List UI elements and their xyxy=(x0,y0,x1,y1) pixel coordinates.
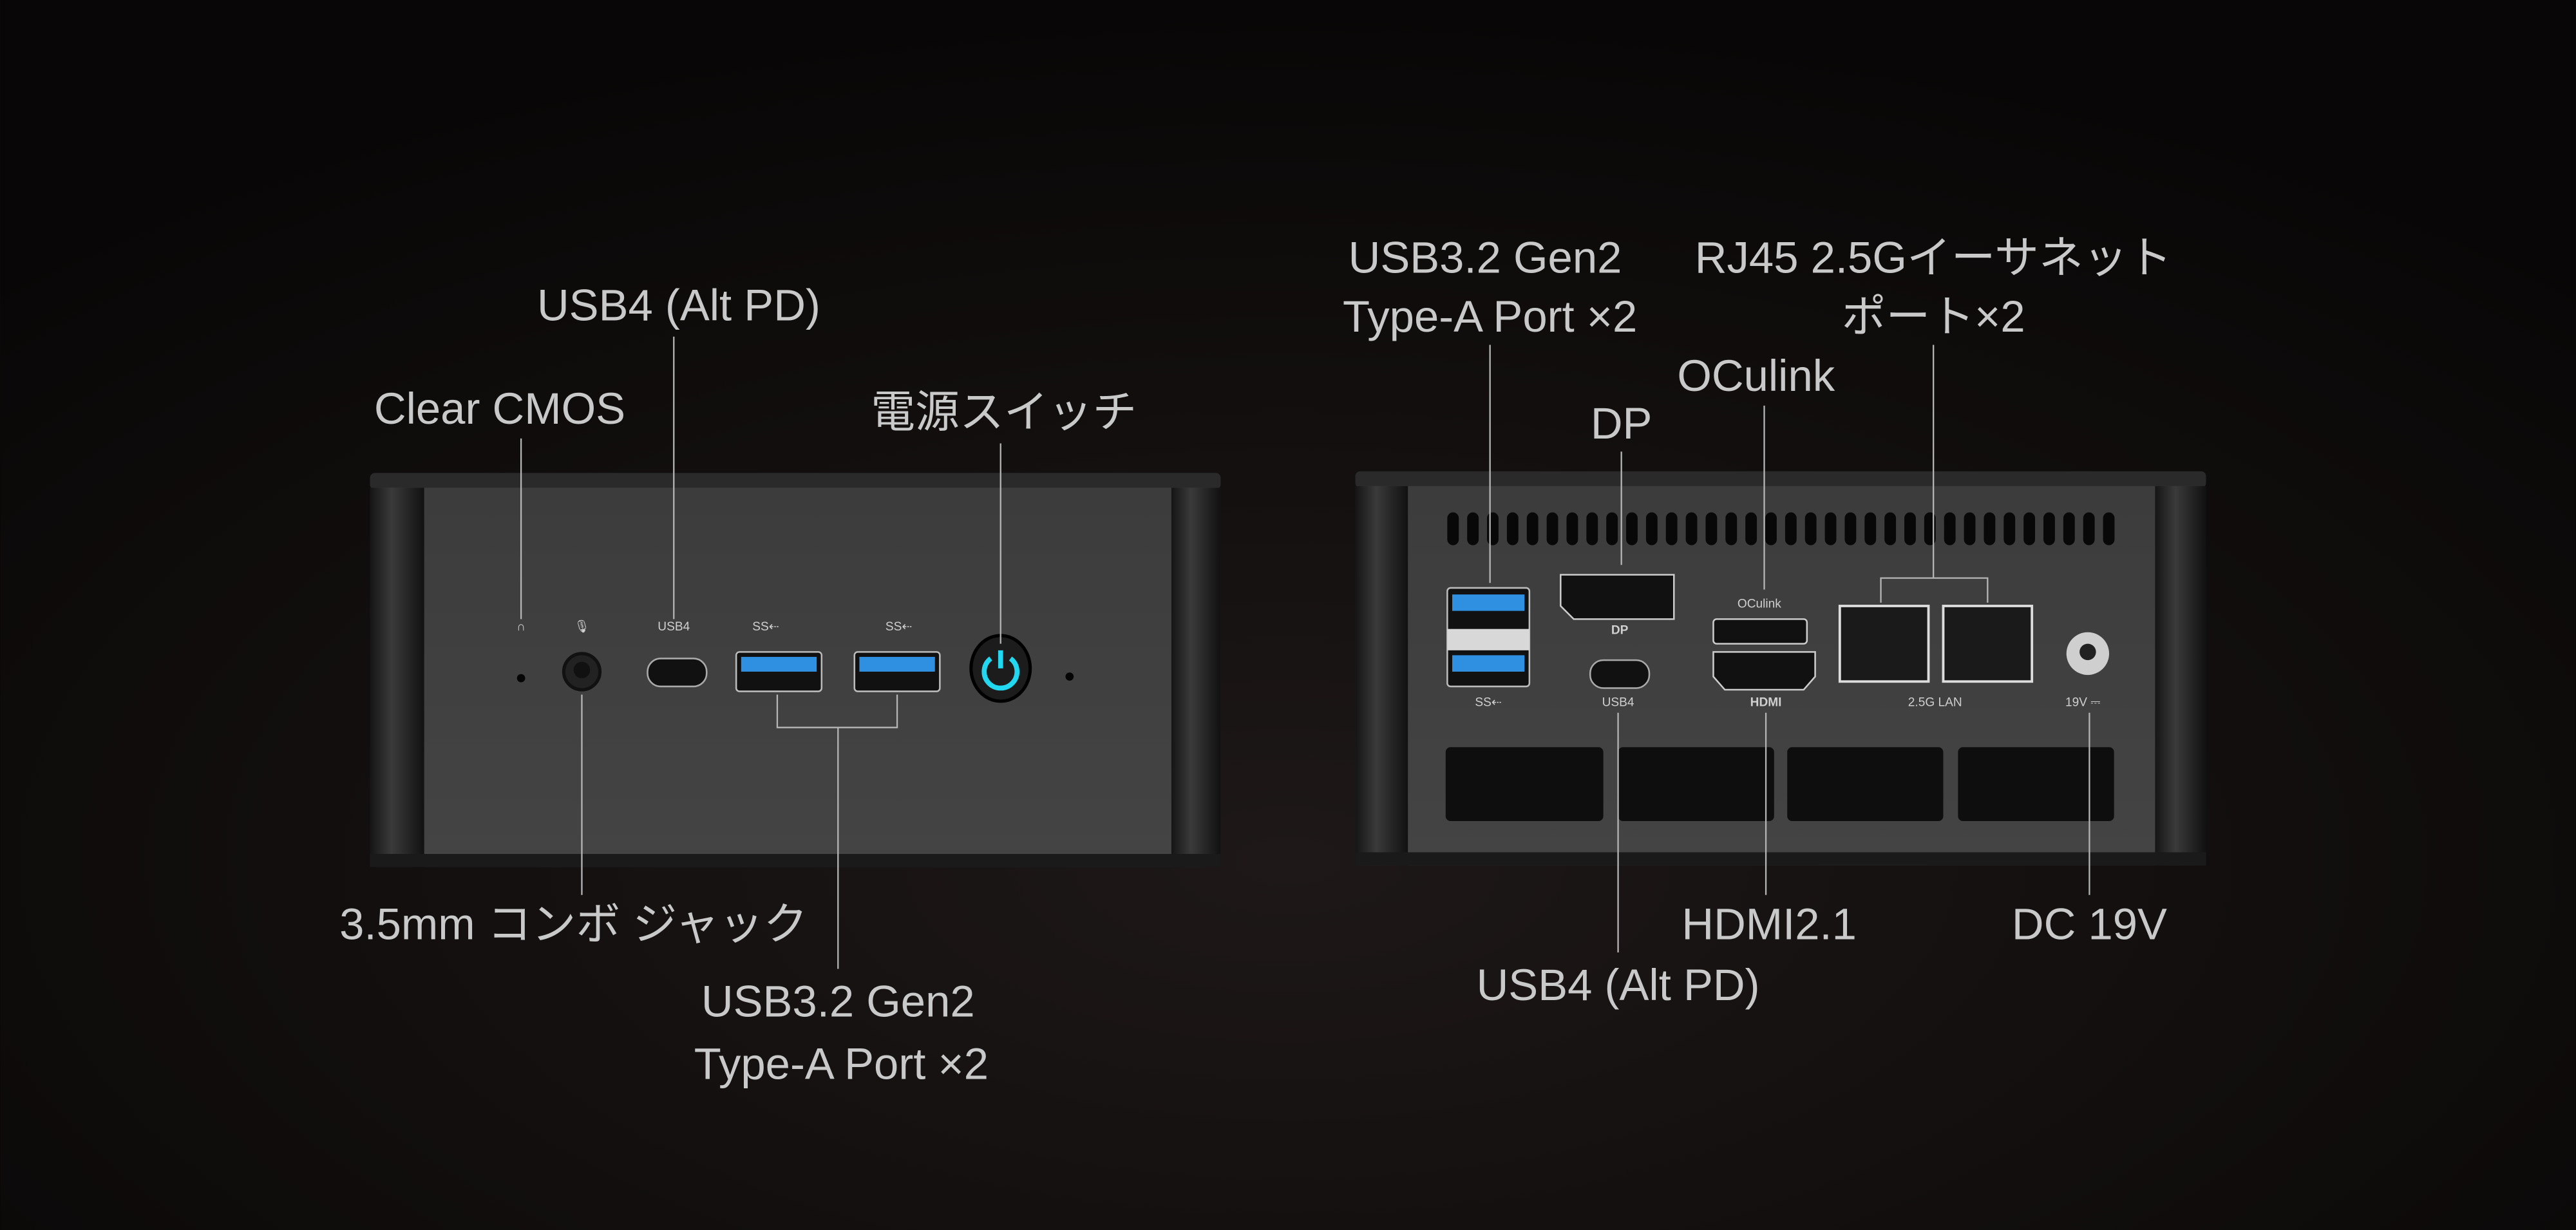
bottom-grille-4 xyxy=(1958,747,2114,822)
oculink-mark: OCulink xyxy=(1738,598,1781,611)
ss-usb-icon: SS⇠ xyxy=(752,620,779,634)
back-left-pillar xyxy=(1355,486,1408,866)
clear-cmos-hole[interactable] xyxy=(516,674,526,683)
dc-mark: 19V ⎓ xyxy=(2065,696,2101,710)
vent-slot xyxy=(1964,512,1976,545)
back-hdmi-port[interactable] xyxy=(1712,651,1816,691)
back-leader-lines xyxy=(1489,345,2090,953)
label-rj45-2: ポート×2 xyxy=(1842,292,2025,341)
label-front-usb-a-2: Type-A Port ×2 xyxy=(694,1039,989,1088)
label-dp: DP xyxy=(1591,399,1653,448)
label-front-usb-a-1: USB3.2 Gen2 xyxy=(701,976,975,1026)
vent-slot xyxy=(1984,512,1996,545)
label-front-usb4: USB4 (Alt PD) xyxy=(537,280,820,330)
back-oculink-port[interactable] xyxy=(1712,618,1808,645)
rj45-port-1[interactable] xyxy=(1838,605,1930,683)
vent-slot xyxy=(1487,512,1499,545)
back-usb-a-stack[interactable] xyxy=(1446,587,1531,688)
vent-slot xyxy=(1864,512,1877,545)
front-left-pillar xyxy=(370,487,424,867)
combo-jack-hole xyxy=(573,661,591,679)
front-base xyxy=(370,854,1221,867)
front-usb4-port[interactable] xyxy=(647,658,708,688)
vent-slot xyxy=(1506,512,1519,545)
label-clear-cmos: Clear CMOS xyxy=(374,384,625,433)
label-back-usb-a-1: USB3.2 Gen2 xyxy=(1349,232,1622,282)
vent-slot xyxy=(1884,512,1897,545)
ss-usb-icon: SS⇠ xyxy=(1475,696,1502,710)
microphone-icon: 🎙 xyxy=(574,620,589,634)
vent-slot xyxy=(2063,512,2075,545)
vent-slot xyxy=(1785,512,1797,545)
vent-slot xyxy=(1844,512,1857,545)
vent-slot xyxy=(1566,512,1578,545)
vent-slot xyxy=(2083,512,2095,545)
power-button[interactable] xyxy=(969,634,1032,703)
back-device: DP OCulink SS⇠ USB4 HDMI 2.5G LAN 19V ⎓ xyxy=(1355,471,2206,866)
vent-slot xyxy=(1526,512,1539,545)
back-dp-port[interactable] xyxy=(1560,574,1675,620)
dc-jack[interactable] xyxy=(2066,632,2110,676)
vent-slot xyxy=(1685,512,1698,545)
front-device: ∩ 🎙 USB4 SS⇠ SS⇠ xyxy=(370,473,1221,867)
front-leader-lines xyxy=(520,336,1001,969)
bottom-grille-3 xyxy=(1787,747,1944,822)
top-vent-grille xyxy=(1447,512,2115,545)
label-dc: DC 19V xyxy=(2012,900,2167,949)
usb-a-tongue xyxy=(859,657,935,672)
label-combo-jack: 3.5mm コンボ ジャック xyxy=(339,900,808,949)
back-top-lid xyxy=(1355,471,2206,488)
status-led xyxy=(1065,672,1074,681)
back-usb4-port[interactable] xyxy=(1589,659,1651,689)
vent-slot xyxy=(1447,512,1459,545)
dp-mark: DP xyxy=(1611,623,1629,637)
bottom-grille-1 xyxy=(1445,747,1604,822)
vent-slot xyxy=(2043,512,2055,545)
lan-mark: 2.5G LAN xyxy=(1908,696,1962,710)
headphone-icon: ∩ xyxy=(516,620,526,634)
vent-slot xyxy=(2103,512,2115,545)
ss-usb-icon: SS⇠ xyxy=(886,620,913,634)
vent-slot xyxy=(2003,512,2016,545)
vent-slot xyxy=(1824,512,1837,545)
vent-slot xyxy=(1586,512,1598,545)
vent-slot xyxy=(1645,512,1658,545)
label-back-usb-a-2: Type-A Port ×2 xyxy=(1343,292,1637,341)
vent-slot xyxy=(1765,512,1777,545)
vent-slot xyxy=(1804,512,1817,545)
back-base xyxy=(1355,852,2206,866)
bottom-grille-2 xyxy=(1618,747,1774,822)
vent-slot xyxy=(2023,512,2036,545)
vent-slot xyxy=(1745,512,1757,545)
label-power-switch: 電源スイッチ xyxy=(871,387,1137,437)
label-back-usb4: USB4 (Alt PD) xyxy=(1477,960,1760,1010)
usb-a-tongue xyxy=(741,657,817,672)
back-usb4-mark: USB4 xyxy=(1602,696,1634,710)
hdmi-logo: HDMI xyxy=(1750,696,1782,710)
vent-slot xyxy=(1467,512,1479,545)
vent-slot xyxy=(1705,512,1718,545)
vent-slot xyxy=(1606,512,1618,545)
label-oculink: OCulink xyxy=(1677,351,1835,401)
power-icon xyxy=(981,656,1020,691)
label-hdmi: HDMI2.1 xyxy=(1681,900,1857,949)
vent-slot xyxy=(1904,512,1916,545)
front-top-lid xyxy=(370,473,1221,489)
vent-slot xyxy=(1725,512,1738,545)
back-right-pillar xyxy=(2155,486,2206,866)
front-right-pillar xyxy=(1171,487,1221,867)
rj45-port-2[interactable] xyxy=(1942,605,2034,683)
vent-slot xyxy=(1546,512,1558,545)
vent-slot xyxy=(1665,512,1678,545)
label-rj45-1: RJ45 2.5Gイーサネット xyxy=(1695,232,2172,282)
vent-slot xyxy=(1944,512,1956,545)
vent-slot xyxy=(1626,512,1638,545)
front-usb4-mark: USB4 xyxy=(658,620,690,634)
